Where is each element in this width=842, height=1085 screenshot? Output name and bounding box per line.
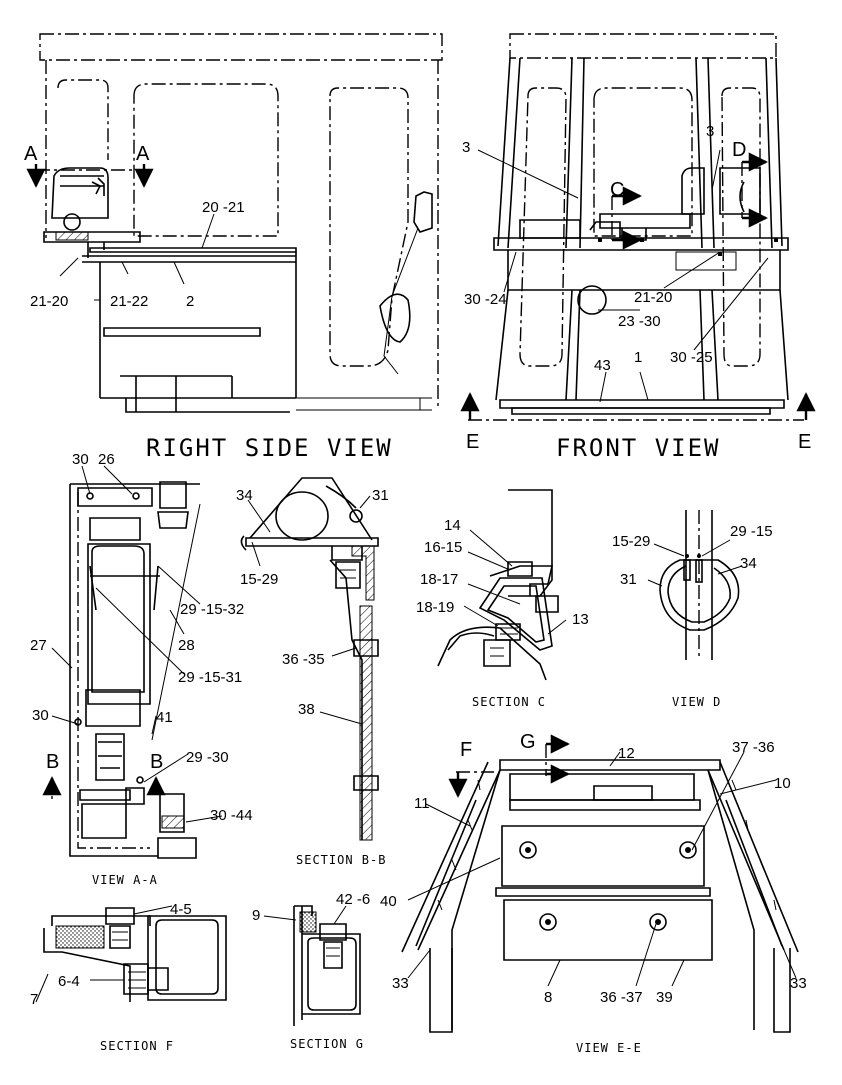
callout: 27 xyxy=(30,637,47,654)
section-g xyxy=(263,905,361,1026)
section-g-title: SECTION G xyxy=(290,1037,364,1051)
callout: 34 xyxy=(740,555,757,572)
callout: 43 xyxy=(594,357,611,374)
callout: 18-19 xyxy=(416,599,454,616)
callout: 30 xyxy=(32,707,49,724)
callout: 12 xyxy=(618,745,635,762)
view-d-title: VIEW D xyxy=(672,695,721,709)
front-view-title: FRONT VIEW xyxy=(556,434,721,462)
callout: 13 xyxy=(572,611,589,628)
callout: 3 xyxy=(706,123,714,140)
callout: 15-29 xyxy=(240,571,278,588)
section-letter-a-right: A xyxy=(136,143,150,165)
callout: 37 -36 xyxy=(732,739,775,756)
callout: 30 -25 xyxy=(670,349,713,366)
callout: 31 xyxy=(620,571,637,588)
view-aa xyxy=(42,465,223,859)
section-c-title: SECTION C xyxy=(472,695,546,709)
section-f xyxy=(35,905,227,1003)
section-c xyxy=(437,489,567,681)
view-ee xyxy=(401,734,799,1033)
part-callouts: 20 -21 21-20 21-22 2 3 3 30 -24 21-20 23… xyxy=(30,123,807,1008)
section-letter-b-right: B xyxy=(150,751,163,773)
callout: 29 -30 xyxy=(186,749,229,766)
section-letter-c: C xyxy=(610,179,624,201)
callout: 29 -15 xyxy=(730,523,773,540)
section-letter-a-left: A xyxy=(24,143,38,165)
callout: 10 xyxy=(774,775,791,792)
section-letter-d: D xyxy=(732,139,746,161)
view-ee-title: VIEW E-E xyxy=(576,1041,642,1055)
callout: 14 xyxy=(444,517,461,534)
callout: 41 xyxy=(156,709,173,726)
section-letter-e-right: E xyxy=(798,431,811,453)
callout: 4-5 xyxy=(170,901,192,918)
callout: 29 -15-31 xyxy=(178,669,242,686)
section-bb xyxy=(240,477,379,841)
section-f-title: SECTION F xyxy=(100,1039,174,1053)
callout: 36 -37 xyxy=(600,989,643,1006)
callout: 38 xyxy=(298,701,315,718)
section-letters: A A C D E E B B F G xyxy=(24,139,811,773)
callout: 1 xyxy=(634,349,642,366)
callout: 9 xyxy=(252,907,260,924)
section-letter-e-left: E xyxy=(466,431,479,453)
callout: 30 -24 xyxy=(464,291,507,308)
section-letter-f: F xyxy=(460,739,472,761)
view-d xyxy=(647,510,743,660)
callout: 6-4 xyxy=(58,973,80,990)
callout: 30 -44 xyxy=(210,807,253,824)
callout: 20 -21 xyxy=(202,199,245,216)
callout: 18-17 xyxy=(420,571,458,588)
callout: 7 xyxy=(30,991,38,1008)
callout: 39 xyxy=(656,989,673,1006)
view-aa-title: VIEW A-A xyxy=(92,873,158,887)
right-side-view xyxy=(26,33,443,413)
callout: 36 -35 xyxy=(282,651,325,668)
callout: 30 xyxy=(72,451,89,468)
callout: 11 xyxy=(414,795,430,812)
callout: 23 -30 xyxy=(618,313,661,330)
callout: 40 xyxy=(380,893,397,910)
view-titles: RIGHT SIDE VIEW FRONT VIEW VIEW A-A SECT… xyxy=(92,434,721,1055)
callout: 42 -6 xyxy=(336,891,370,908)
callout: 26 xyxy=(98,451,115,468)
right-side-view-title: RIGHT SIDE VIEW xyxy=(146,434,393,462)
callout: 8 xyxy=(544,989,552,1006)
callout: 21-20 xyxy=(30,293,68,310)
callout: 28 xyxy=(178,637,195,654)
callout: 15-29 xyxy=(612,533,650,550)
section-letter-g: G xyxy=(520,731,536,753)
callout: 16-15 xyxy=(424,539,462,556)
callout: 34 xyxy=(236,487,253,504)
callout: 2 xyxy=(186,293,194,310)
callout: 31 xyxy=(372,487,389,504)
callout: 21-20 xyxy=(634,289,672,306)
front-view xyxy=(460,33,816,421)
section-bb-title: SECTION B-B xyxy=(296,853,386,867)
callout: 33 xyxy=(392,975,409,992)
section-letter-b-left: B xyxy=(46,751,59,773)
callout: 3 xyxy=(462,139,470,156)
callout: 33 xyxy=(790,975,807,992)
callout: 21-22 xyxy=(110,293,148,310)
callout: 29 -15-32 xyxy=(180,601,244,618)
